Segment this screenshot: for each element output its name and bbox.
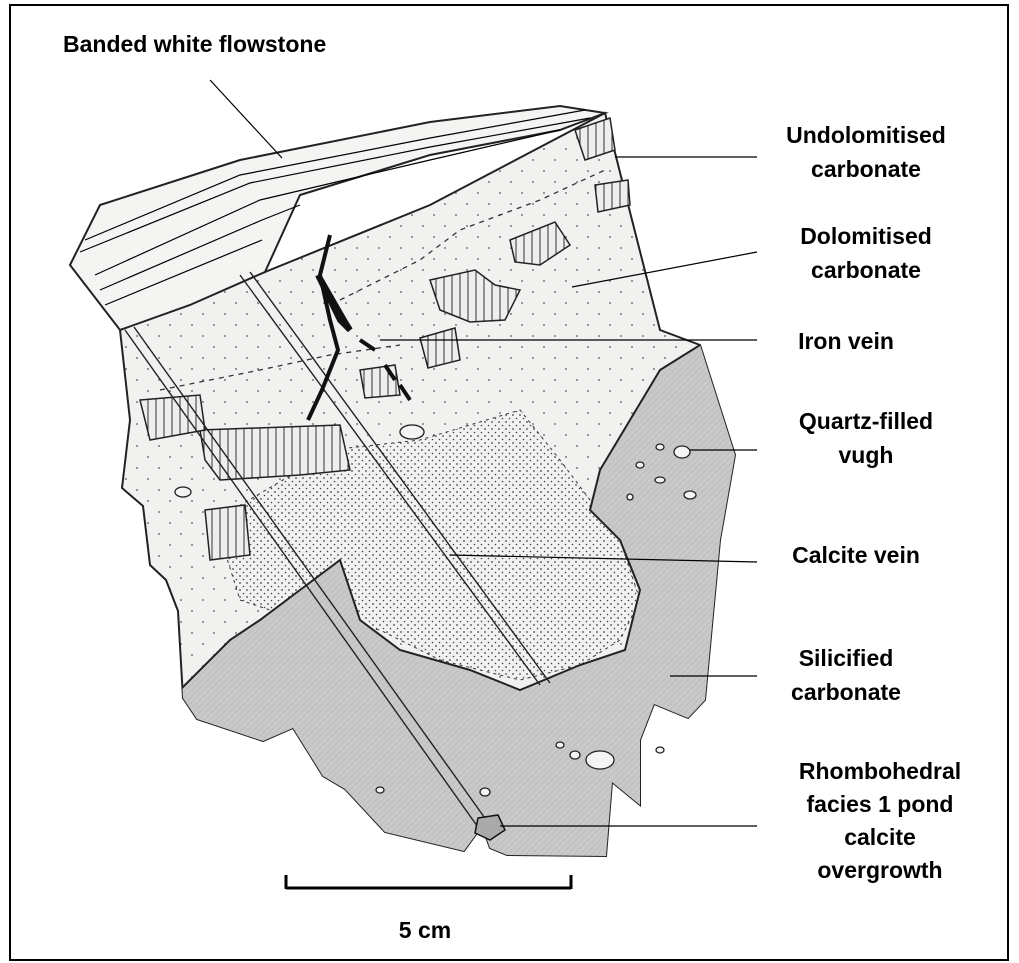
- label-undolomitised-2: carbonate: [811, 156, 921, 182]
- label-iron-vein: Iron vein: [798, 328, 894, 354]
- label-rhombohedral-1: Rhombohedral: [799, 758, 961, 784]
- label-banded-flowstone: Banded white flowstone: [63, 31, 326, 57]
- label-silicified-2: carbonate: [791, 679, 901, 705]
- label-rhombohedral-3: calcite: [844, 824, 916, 850]
- label-silicified-1: Silicified: [799, 645, 894, 671]
- label-quartz-1: Quartz-filled: [799, 408, 933, 434]
- label-rhombohedral-2: facies 1 pond: [807, 791, 954, 817]
- label-dolomitised-2: carbonate: [811, 257, 921, 283]
- label-quartz-2: vugh: [839, 442, 894, 468]
- label-rhombohedral-4: overgrowth: [817, 857, 942, 883]
- scale-bar: [286, 875, 571, 889]
- label-undolomitised-1: Undolomitised: [786, 122, 946, 148]
- label-dolomitised-1: Dolomitised: [800, 223, 932, 249]
- label-calcite-vein: Calcite vein: [792, 542, 920, 568]
- scale-bar-label: 5 cm: [399, 917, 451, 943]
